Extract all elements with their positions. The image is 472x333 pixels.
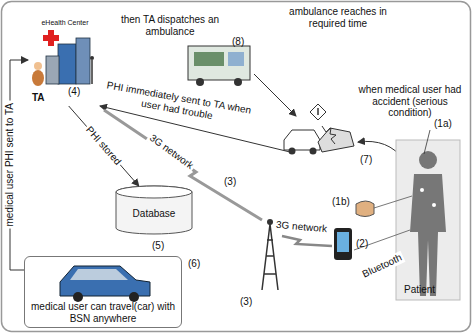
edge-label: PHI stored [83, 123, 125, 169]
node-text: TA [32, 92, 45, 104]
sensor-hand [356, 196, 412, 217]
callout-number: (1b) [332, 196, 350, 208]
database-cylinder [116, 186, 192, 234]
database: Database [116, 186, 192, 234]
callout-number: (6) [188, 258, 200, 270]
annotation: ambulance reaches in required time [286, 6, 390, 29]
node-text: Database [133, 208, 176, 220]
lightning [282, 236, 332, 246]
network-label: 3G network [274, 219, 330, 235]
annotation: then TA dispatches an ambulance [108, 14, 232, 37]
annotation: PHI immediately sent to TA when user had… [102, 79, 254, 128]
edge-label: medical user PHI sent to TA [4, 101, 16, 229]
annotation: when medical user had accident (serious … [352, 84, 468, 119]
callout-number: (3) [224, 176, 236, 188]
figure-label: Patient [404, 284, 435, 296]
network-label: 3G network [146, 131, 197, 173]
callout-number: (7) [360, 154, 372, 166]
ambulance [188, 46, 250, 86]
node-text: medical user can travel(car) with BSN an… [29, 301, 177, 324]
callout-number: (2) [356, 238, 368, 250]
callout-number: (3) [240, 296, 252, 308]
leader [424, 130, 430, 154]
bluetooth-link [354, 230, 410, 250]
connector [69, 106, 139, 186]
node-text: eHealth Center [40, 19, 89, 27]
callout-number: (8) [232, 36, 244, 48]
callout-number: (4) [68, 86, 80, 98]
ehealth-building [32, 30, 94, 86]
travel-car [60, 266, 150, 302]
crash-cars [284, 104, 354, 155]
ambulance-arrow [254, 74, 296, 116]
phone [334, 228, 352, 260]
car-box: medical user can travel(car) with BSN an… [24, 256, 182, 328]
patient-figure [396, 140, 460, 300]
callout-number: (5) [152, 240, 164, 252]
ehealth-center: eHealth CenterTA [28, 16, 102, 106]
callout-number: (1a) [434, 118, 452, 130]
